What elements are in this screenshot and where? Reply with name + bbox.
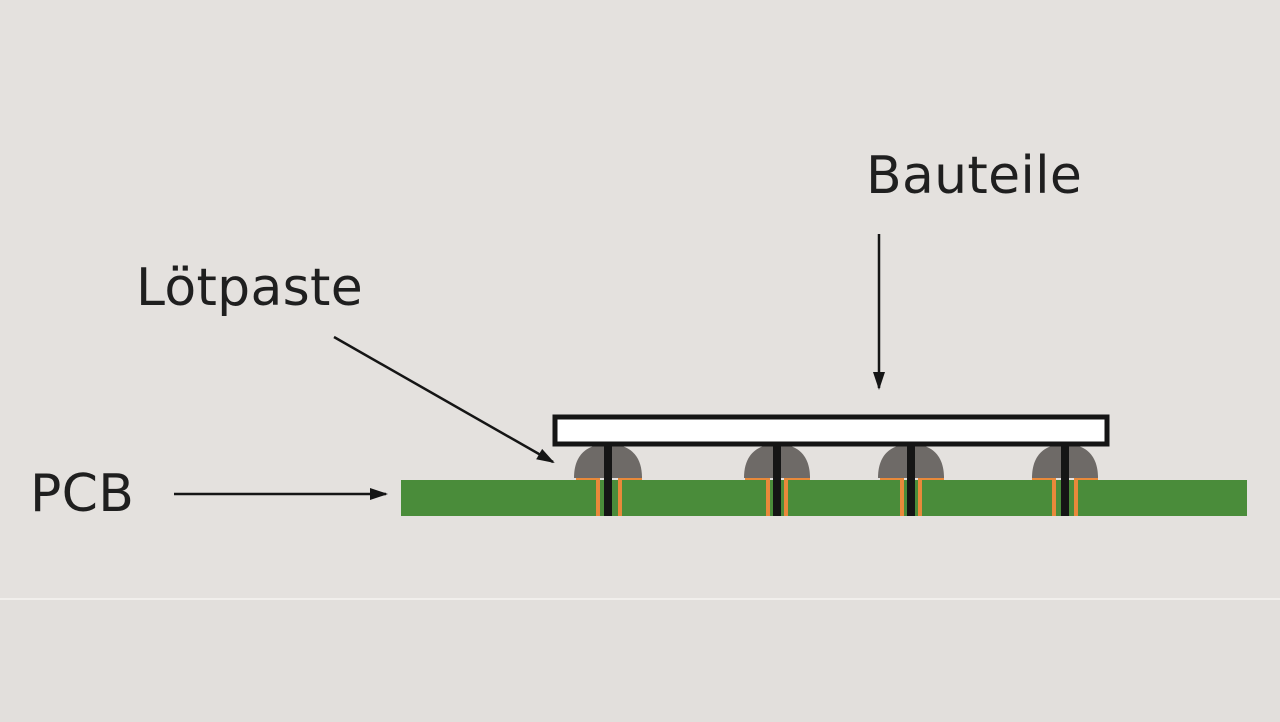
component-pin-3 <box>907 444 915 516</box>
component-body <box>552 414 1110 447</box>
divider-line <box>0 598 1280 600</box>
label-pcb: PCB <box>30 464 135 524</box>
label-loetpaste: Lötpaste <box>136 258 364 318</box>
component-pins <box>604 444 1069 516</box>
lower-background-band <box>0 600 1280 722</box>
component-pin-4 <box>1061 444 1069 516</box>
component-pin-1 <box>604 444 612 516</box>
solder-paste-domes <box>574 444 1098 478</box>
label-bauteile: Bauteile <box>866 146 1083 206</box>
pcb-board <box>401 480 1247 516</box>
arrow-loetpaste <box>333 335 555 464</box>
component-pin-2 <box>773 444 781 516</box>
